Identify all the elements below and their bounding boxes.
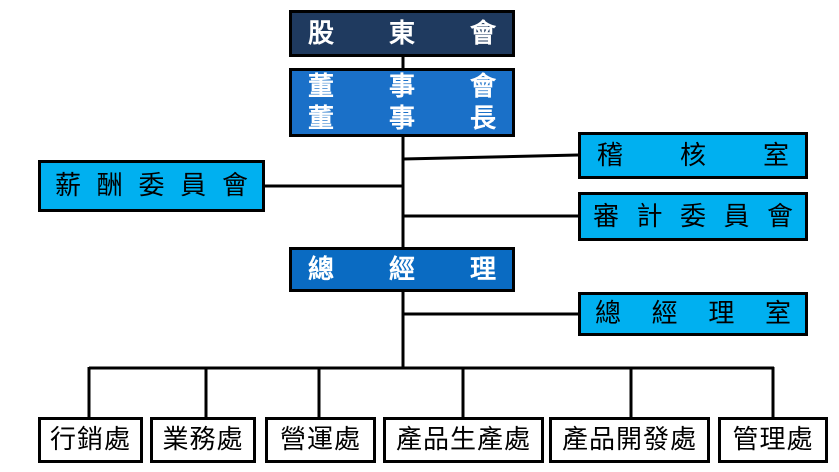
node-label: 總經理室	[595, 298, 791, 329]
node-label: 產品開發處	[561, 424, 697, 455]
node-label: 審計委員會	[593, 200, 793, 231]
node-label: 總經理	[308, 253, 496, 284]
node-label-line-1: 董事會	[308, 71, 496, 102]
node-label: 管理處	[732, 424, 814, 455]
node-label: 薪酬委員會	[55, 170, 248, 201]
node-dept-product-development: 產品開發處	[549, 417, 710, 463]
node-audit-committee: 審計委員會	[578, 192, 808, 241]
node-label-line-2: 董事長	[308, 102, 496, 133]
node-label: 業務處	[162, 424, 244, 455]
node-label: 股東會	[308, 17, 496, 48]
node-label: 產品生產處	[395, 424, 531, 455]
node-dept-sales: 業務處	[150, 417, 256, 463]
node-dept-management: 管理處	[718, 417, 828, 463]
node-shareholders-meeting: 股東會	[289, 10, 515, 57]
node-dept-product-production: 產品生產處	[383, 417, 544, 463]
node-compensation-committee: 薪酬委員會	[38, 160, 265, 212]
node-label: 稽核室	[597, 139, 789, 170]
node-dept-marketing: 行銷處	[38, 417, 143, 463]
node-label: 行銷處	[49, 424, 131, 455]
node-general-manager: 總經理	[289, 247, 515, 292]
node-label: 營運處	[279, 424, 361, 455]
node-audit-office: 稽核室	[578, 132, 808, 179]
node-general-manager-office: 總經理室	[578, 292, 808, 336]
edge-trunk-to-audit-office	[402, 153, 579, 161]
node-dept-operations: 營運處	[265, 417, 376, 463]
node-board-of-directors: 董事會 董事長	[289, 68, 515, 137]
